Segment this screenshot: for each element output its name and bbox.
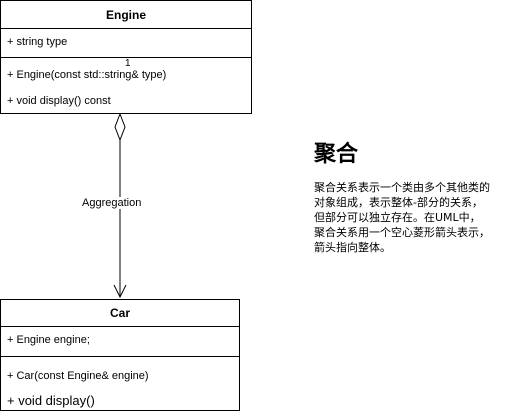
- engine-operation-constructor: + Engine(const std::string& type): [7, 69, 167, 81]
- note-line: 聚合关系表示一个类由多个其他类的: [314, 181, 490, 194]
- aggregation-label: Aggregation: [80, 197, 144, 209]
- engine-operation-display: + void display() const: [7, 95, 111, 107]
- note-description: 聚合关系表示一个类由多个其他类的 对象组成，表示整体-部分的关系， 但部分可以独…: [314, 180, 510, 255]
- engine-class-title: Engine: [1, 1, 251, 29]
- car-attribute-engine: + Engine engine;: [7, 334, 90, 346]
- car-class-box[interactable]: Car + Engine engine; + Car(const Engine&…: [0, 299, 240, 411]
- car-operation-constructor: + Car(const Engine& engine): [7, 370, 149, 382]
- note-line: 聚合关系用一个空心菱形箭头表示，: [314, 226, 490, 239]
- multiplicity-label: 1: [125, 58, 131, 69]
- note-title: 聚合: [314, 142, 359, 167]
- engine-attribute-type: + string type: [7, 36, 68, 48]
- note-line: 对象组成，表示整体-部分的关系，: [314, 196, 483, 209]
- engine-attributes-section: + string type: [1, 29, 251, 58]
- open-arrowhead-icon: [113, 284, 127, 299]
- car-class-title: Car: [1, 300, 239, 327]
- car-operation-display: + void display(): [7, 393, 95, 408]
- note-line: 箭头指向整体。: [314, 241, 391, 254]
- hollow-diamond-icon: [114, 112, 126, 142]
- car-operations-section: + Car(const Engine& engine) + void displ…: [1, 357, 239, 410]
- car-attributes-section: + Engine engine;: [1, 327, 239, 357]
- engine-operations-section: + Engine(const std::string& type) + void…: [1, 58, 251, 113]
- engine-class-box[interactable]: Engine + string type + Engine(const std:…: [0, 0, 252, 114]
- note-line: 但部分可以独立存在。在UML中，: [314, 211, 481, 224]
